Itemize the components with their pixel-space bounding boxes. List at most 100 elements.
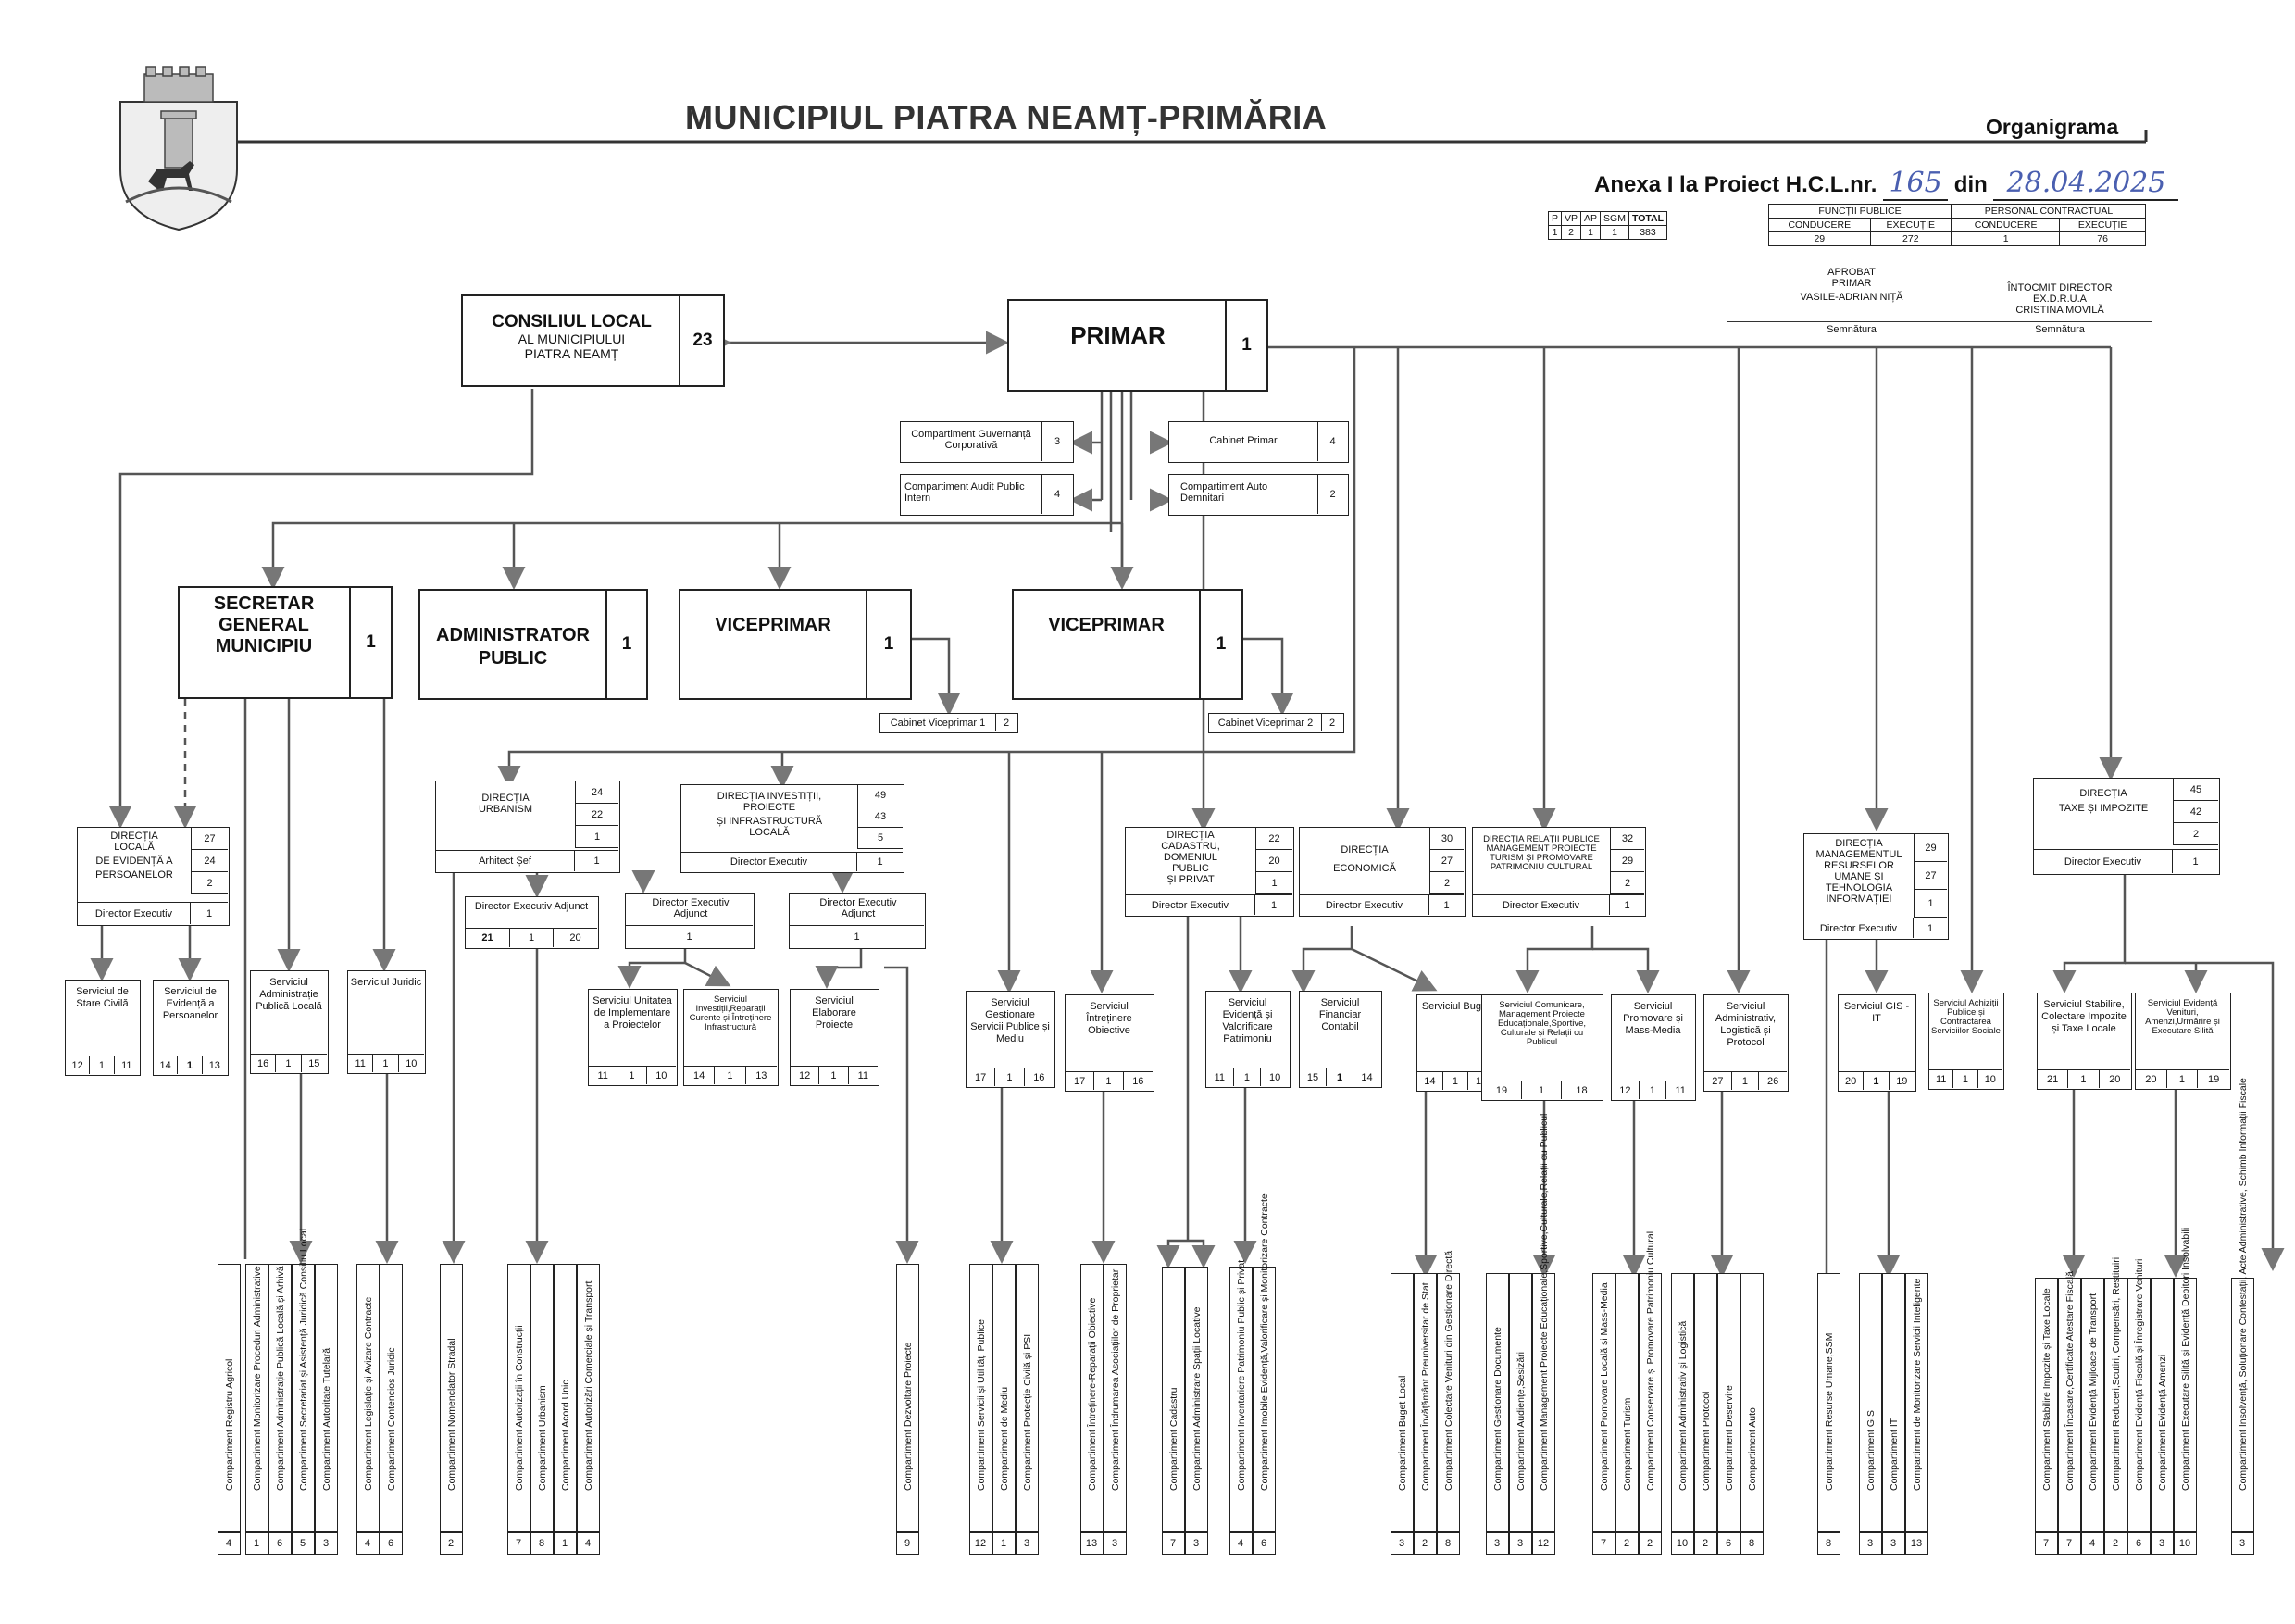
- service-count: 18: [1562, 1081, 1602, 1099]
- compartment-count: 8: [1816, 1531, 1840, 1555]
- compartment-label: Compartiment de Monitorizare Servicii In…: [1911, 1278, 1923, 1491]
- service-count: 1: [90, 1056, 115, 1074]
- service-count: 1: [617, 1066, 647, 1084]
- compartment-box: Compartiment Monitorizare Proceduri Admi…: [244, 1264, 268, 1555]
- compartment-label: Compartiment Urbanism: [536, 1385, 548, 1491]
- compartment-box: Compartiment Urbanism 8: [530, 1264, 554, 1555]
- service-label: Serviciul Evidență și Valorificare Patri…: [1222, 997, 1273, 1044]
- compartment-label: Compartiment Autorizări Comerciale și Tr…: [582, 1280, 594, 1491]
- service-box: Serviciul Investiții,Reparații Curente ș…: [683, 989, 779, 1086]
- compartment-box: Compartiment Conservare și Promovare Pat…: [1638, 1231, 1662, 1555]
- service-label: Serviciul Elaborare Proiecte: [812, 995, 856, 1031]
- compartment-count: 3: [1508, 1531, 1532, 1555]
- service-count: 14: [684, 1066, 716, 1084]
- service-count: 16: [1024, 1068, 1054, 1086]
- service-count: 10: [1261, 1068, 1289, 1086]
- compartment-count: 4: [217, 1531, 241, 1555]
- service-label: Serviciul Administrație Publică Locală: [256, 977, 322, 1012]
- compartment-count: 3: [1103, 1531, 1127, 1555]
- compartment-box: Compartiment Întreținere-Reparații Obiec…: [1079, 1264, 1104, 1555]
- service-box: Serviciul Evidență și Valorificare Patri…: [1205, 991, 1291, 1088]
- service-count: 1: [178, 1056, 203, 1074]
- service-count: 1: [819, 1066, 849, 1084]
- service-count: 10: [1977, 1069, 2002, 1088]
- compartment-box: Compartiment Administrație Publică Local…: [268, 1264, 292, 1555]
- service-count: 13: [745, 1066, 777, 1084]
- service-count: 26: [1759, 1071, 1787, 1090]
- compartment-label: Compartiment Audiențe,Sesizări: [1515, 1352, 1527, 1491]
- compartment-label: Compartiment Gestionare Documente: [1491, 1327, 1503, 1491]
- compartment-label: Compartiment Secretariat și Asistență Ju…: [297, 1228, 309, 1491]
- service-count: 27: [1704, 1071, 1732, 1090]
- service-count: 12: [791, 1066, 820, 1084]
- compartment-box: Compartiment Legislație și Avizare Contr…: [355, 1264, 380, 1555]
- anexa-label: Anexa I la Proiect H.C.L.nr. 165 din 28.…: [1594, 167, 2179, 201]
- compartment-box: Compartiment Îndrumarea Asociațiilor de …: [1103, 1264, 1127, 1555]
- service-count: 15: [301, 1054, 327, 1072]
- compartment-count: 6: [268, 1531, 292, 1555]
- service-count: 17: [1066, 1071, 1095, 1090]
- compartment-count: 13: [1079, 1531, 1104, 1555]
- compartment-label: Compartiment Nomenclator Stradal: [445, 1338, 457, 1491]
- compartment-box: Compartiment Administrare Spații Locativ…: [1184, 1267, 1208, 1555]
- compartment-count: 9: [895, 1531, 919, 1555]
- compartment-box: Compartiment Stabilire Impozite și Taxe …: [2034, 1278, 2058, 1555]
- service-label: Serviciul de Evidență a Persoanelor: [162, 986, 218, 1021]
- service-count: 1: [1442, 1071, 1469, 1090]
- service-label: Serviciul Administrativ, Logistică și Pr…: [1715, 1001, 1777, 1048]
- service-count: 1: [1522, 1081, 1562, 1099]
- compartment-count: 12: [968, 1531, 992, 1555]
- service-label: Serviciul Financiar Contabil: [1318, 997, 1362, 1032]
- compartment-label: Compartiment Reduceri,Scutiri, Compensăr…: [2110, 1256, 2122, 1491]
- compartment-label: Compartiment Dezvoltare Proiecte: [902, 1342, 914, 1491]
- compartment-label: Compartiment Servicii și Utilități Publi…: [975, 1319, 987, 1491]
- cabinet-vp1-box: Cabinet Viceprimar 1 2: [879, 713, 1018, 733]
- viceprimar-2-box: VICEPRIMAR 1: [1012, 589, 1243, 700]
- compartment-box: Compartiment Audiențe,Sesizări 3: [1508, 1273, 1532, 1555]
- compartment-label: Compartiment Executare Silită și Evidenț…: [2179, 1227, 2191, 1491]
- compartment-count: 1: [244, 1531, 268, 1555]
- compartment-label: Compartiment Acord Unic: [559, 1380, 571, 1491]
- service-count: 1: [995, 1068, 1025, 1086]
- compartment-label: Compartiment Întreținere-Reparații Obiec…: [1086, 1297, 1098, 1491]
- compartment-label: Compartiment Deservire: [1723, 1385, 1735, 1491]
- compartment-count: 2: [1638, 1531, 1662, 1555]
- compartment-count: 6: [2127, 1531, 2151, 1555]
- compartment-count: 8: [530, 1531, 554, 1555]
- service-label: Serviciul GIS - IT: [1843, 1001, 1910, 1024]
- directia-investitii: DIRECȚIA INVESTIȚII,PROIECTE ȘI INFRASTR…: [680, 784, 904, 873]
- service-box: Serviciul Gestionare Servicii Publice și…: [966, 991, 1055, 1088]
- compartment-box: Compartiment Management Proiecte Educați…: [1531, 1114, 1555, 1555]
- viceprimar-1-box: VICEPRIMAR 1: [679, 589, 912, 700]
- compartment-count: 7: [2034, 1531, 2058, 1555]
- service-count: 1: [1731, 1071, 1760, 1090]
- service-count: 1: [1953, 1069, 1978, 1088]
- service-count: 15: [1300, 1068, 1327, 1086]
- compartment-label: Compartiment Administrativ și Logistică: [1677, 1320, 1689, 1491]
- service-box: Serviciul Comunicare, Management Proiect…: [1481, 994, 1603, 1101]
- compartment-label: Compartiment Insolvență, Soluționare Con…: [2237, 1078, 2249, 1491]
- service-count: 11: [1929, 1069, 1954, 1088]
- service-label: Serviciul Stabilire, Colectare Impozite …: [2041, 999, 2127, 1034]
- compartment-label: Compartiment Imobile Evidență,Valorifica…: [1258, 1193, 1270, 1491]
